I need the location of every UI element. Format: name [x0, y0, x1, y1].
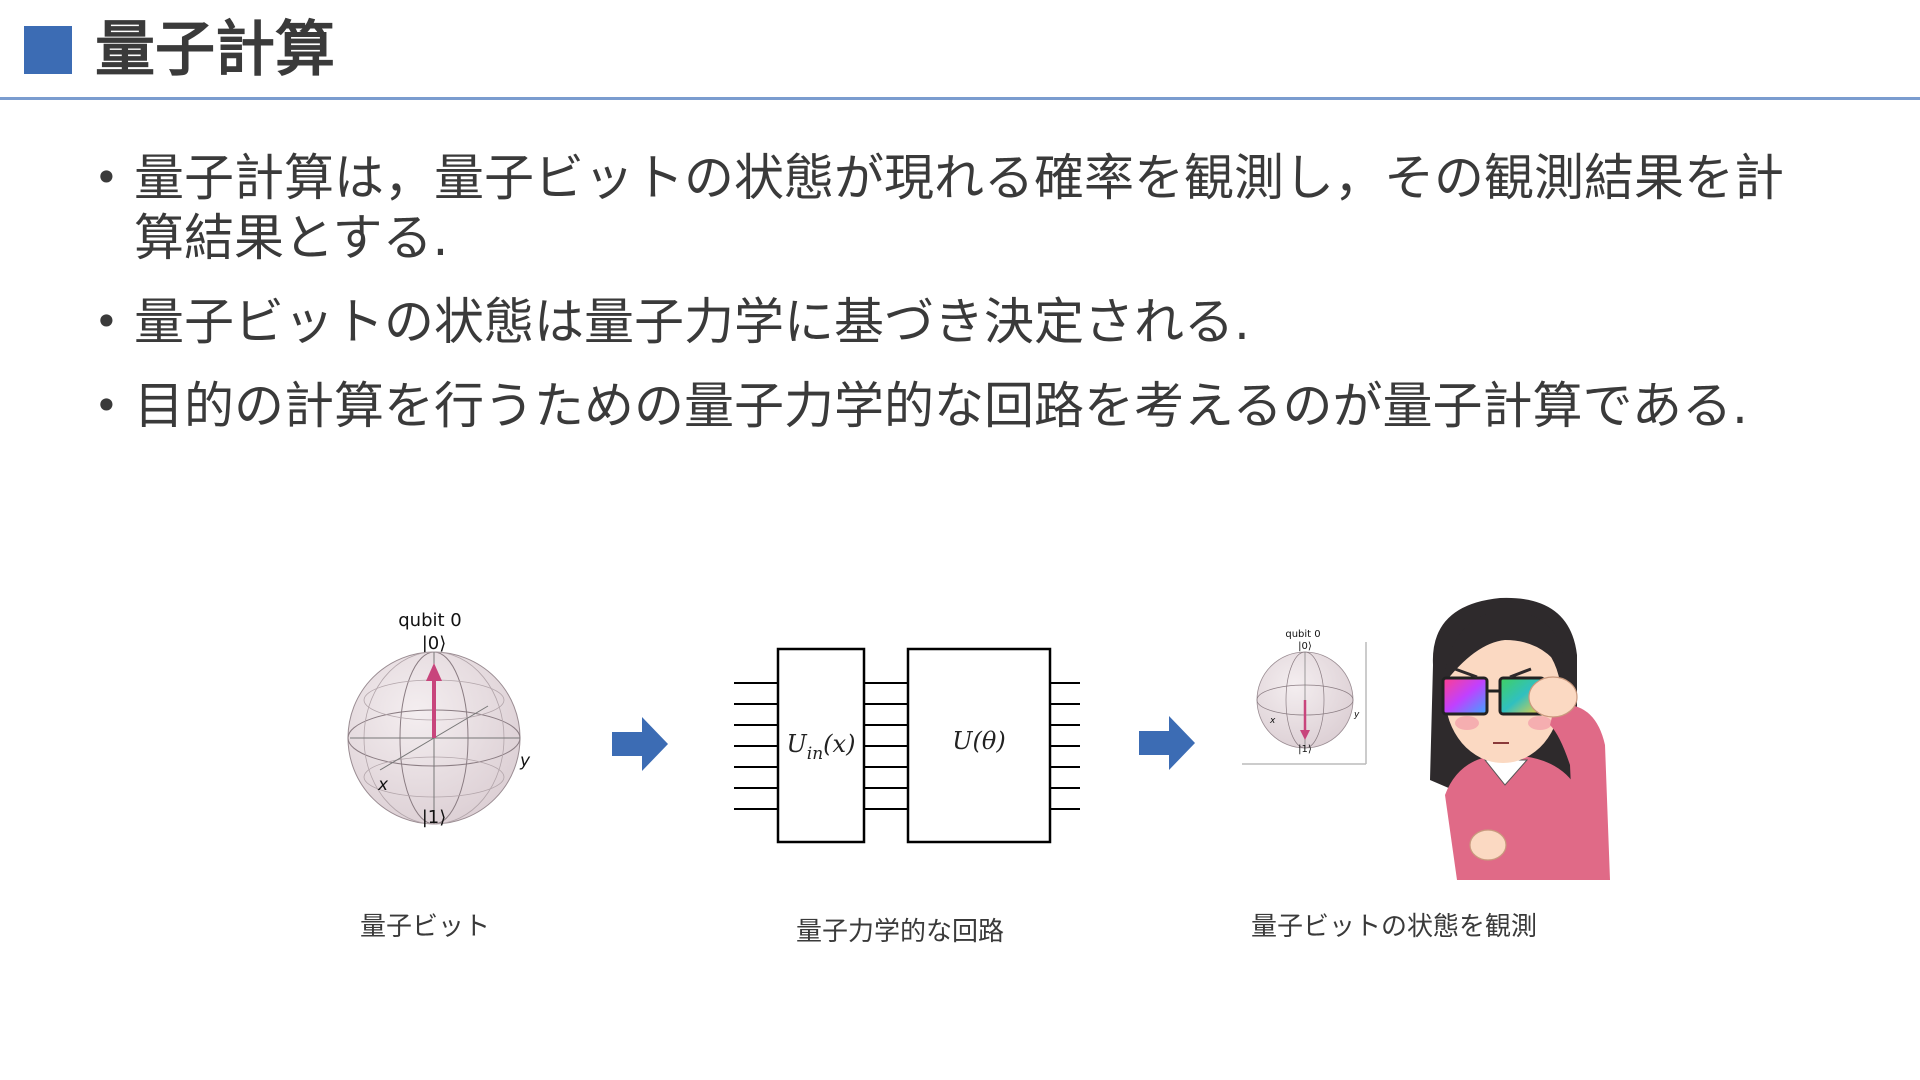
- circuit-wires: [734, 682, 1080, 810]
- bullet-dot: •: [94, 297, 119, 346]
- caption-circuit: 量子力学的な回路: [796, 917, 1005, 947]
- quantum-circuit-diagram: Uin(x) U(θ): [734, 647, 1080, 844]
- bloch-sphere-small: qubit 0 |0⟩ x y |1⟩: [1242, 629, 1367, 765]
- ket-one-label: |1⟩: [422, 807, 447, 828]
- ket-one-label: |1⟩: [1298, 744, 1312, 755]
- caption-qubit: 量子ビット: [360, 912, 491, 942]
- qubit-label: qubit 0: [398, 610, 462, 631]
- title-marker-square: [24, 26, 72, 74]
- hand-on-glasses: [1528, 676, 1578, 718]
- bullet-item: • 目的の計算を行うための量子力学的な回路を考えるのが量子計算である.: [92, 376, 1812, 436]
- right-arrow-icon: [612, 717, 668, 771]
- right-arrow-icon: [1139, 716, 1195, 770]
- axis-y-label: y: [1353, 710, 1360, 720]
- title-underline: [0, 97, 1920, 100]
- lower-hand: [1469, 829, 1507, 861]
- encoding-gate-label: Uin(x): [787, 730, 856, 764]
- cheek: [1528, 716, 1552, 730]
- ket-zero-label: |0⟩: [422, 633, 447, 654]
- observer-illustration: [1430, 597, 1610, 880]
- eyebrow: [1454, 667, 1478, 679]
- bullet-list: • 量子計算は，量子ビットの状態が現れる確率を観測し，その観測結果を計算結果とす…: [92, 148, 1812, 460]
- state-vector-head: [426, 663, 442, 681]
- slide-title: 量子計算: [95, 15, 335, 85]
- variational-gate-label: U(θ): [952, 727, 1005, 755]
- encoding-gate-box: [776, 647, 866, 844]
- bullet-text: 量子ビットの状態は量子力学に基づき決定される.: [134, 293, 1250, 351]
- slide-header: 量子計算: [0, 0, 1920, 100]
- glasses-lens-left: [1441, 676, 1489, 716]
- caption-observe: 量子ビットの状態を観測: [1251, 912, 1538, 942]
- bullet-text: 量子計算は，量子ビットの状態が現れる確率を観測し，その観測結果を計算結果とする.: [134, 149, 1784, 267]
- ket-zero-label: |0⟩: [1298, 641, 1312, 652]
- bullet-dot: •: [94, 381, 119, 430]
- axis-x-label: x: [1269, 716, 1276, 726]
- axis-x-label: x: [377, 775, 389, 795]
- bullet-dot: •: [94, 153, 119, 202]
- state-vector-head: [1300, 730, 1310, 740]
- bullet-item: • 量子計算は，量子ビットの状態が現れる確率を観測し，その観測結果を計算結果とす…: [92, 148, 1812, 268]
- bullet-text: 目的の計算を行うための量子力学的な回路を考えるのが量子計算である.: [134, 377, 1748, 435]
- raised-arm: [1550, 704, 1610, 880]
- cheek: [1455, 716, 1479, 730]
- axis-y-label: y: [519, 751, 531, 771]
- qubit-label: qubit 0: [1285, 629, 1320, 640]
- hair-bangs: [1443, 610, 1565, 685]
- eyebrow: [1509, 667, 1532, 679]
- bullet-item: • 量子ビットの状態は量子力学に基づき決定される.: [92, 292, 1812, 352]
- variational-gate-box: [906, 647, 1052, 844]
- bloch-sphere-large: qubit 0 |0⟩ x y |1⟩: [347, 610, 531, 828]
